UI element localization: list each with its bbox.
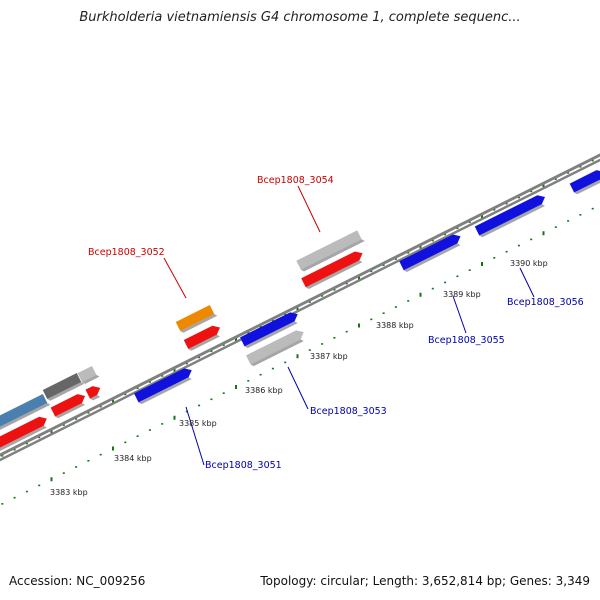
gene-red-3-body (85, 386, 101, 399)
gene-red-bcep1808-3054-shadow (305, 260, 363, 290)
gene-red-bcep1808-3052-shadow (188, 334, 220, 351)
gene-red-bcep1808-3054 (301, 251, 363, 290)
gene-blue-1 (240, 312, 298, 349)
genome-summary-text: Topology: circular; Length: 3,652,814 bp… (260, 574, 590, 588)
gene-red-bcep1808-3052 (183, 325, 220, 351)
scale-label-3389: 3389 kbp (443, 290, 481, 299)
gene-orange-1-body (175, 305, 215, 331)
callout-3052 (163, 257, 187, 299)
gene-red-bcep1808-3054-body (301, 251, 363, 288)
gene-blue-bcep1808-3051-shadow (138, 377, 192, 405)
gene-dark-1-shadow (47, 381, 85, 401)
gene-steel-1 (0, 394, 51, 430)
gene-steel-1-body (0, 394, 48, 428)
gene-label-bcep1808-3054[interactable]: Bcep1808_3054 (257, 175, 334, 186)
gene-blue-bcep1808-3056-shadow (479, 204, 545, 238)
gene-blue-bcep1808-3051 (134, 368, 192, 405)
gene-gray-small-shadow (82, 374, 100, 384)
callout-3055 (452, 295, 467, 334)
scale-label-3387: 3387 kbp (310, 352, 348, 361)
callout-3056 (519, 267, 535, 298)
chromosome-backbone (0, 153, 600, 462)
backbone-line-top (0, 153, 600, 457)
scale-label-3388: 3388 kbp (376, 321, 414, 330)
gene-red-1-shadow (0, 425, 47, 452)
gene-dark-1-body (42, 373, 82, 399)
accession-text: Accession: NC_009256 (9, 574, 146, 588)
gene-blue-bcep1808-3056 (474, 195, 545, 238)
scale-label-3385: 3385 kbp (179, 419, 217, 428)
gene-label-bcep1808-3052[interactable]: Bcep1808_3052 (88, 247, 165, 258)
gene-blue-1-body (240, 312, 298, 347)
gene-blue-edge-shadow (574, 179, 600, 195)
gene-label-bcep1808-3056[interactable]: Bcep1808_3056 (507, 297, 584, 308)
gene-blue-bcep1808-3055-shadow (403, 243, 461, 273)
callout-3053 (287, 366, 309, 410)
gene-dark-1 (42, 373, 85, 401)
gene-blue-bcep1808-3055-body (399, 234, 461, 271)
gene-red-2 (50, 394, 86, 419)
gene-blue-1-shadow (244, 321, 298, 349)
gene-gray-top-body (296, 230, 362, 270)
gene-red-3 (85, 386, 101, 401)
gene-gray-top-shadow (300, 239, 365, 272)
gene-red-bcep1808-3052-body (183, 325, 220, 349)
gene-red-3-shadow (89, 395, 101, 401)
scale-label-3390: 3390 kbp (510, 259, 548, 268)
gene-red-1 (0, 416, 47, 452)
gene-label-bcep1808-3055[interactable]: Bcep1808_3055 (428, 335, 505, 346)
gene-gray-small-body (77, 365, 97, 383)
gene-callouts (163, 185, 535, 466)
gene-orange-1-shadow (180, 313, 218, 333)
gene-label-bcep1808-3053[interactable]: Bcep1808_3053 (310, 406, 387, 417)
scale-label-3384: 3384 kbp (114, 454, 152, 463)
gene-steel-1-shadow (0, 402, 51, 430)
scale-label-3383: 3383 kbp (50, 488, 88, 497)
gene-gray-small (77, 365, 100, 384)
map-title: Burkholderia vietnamiensis G4 chromosome… (79, 10, 521, 25)
gene-gray-bcep1808-3053-shadow (250, 339, 304, 367)
callout-3054 (297, 185, 321, 233)
gene-features (0, 170, 600, 452)
gene-label-bcep1808-3051[interactable]: Bcep1808_3051 (205, 460, 282, 471)
scale-label-3386: 3386 kbp (245, 386, 283, 395)
gene-red-2-shadow (55, 403, 86, 419)
gene-blue-bcep1808-3051-body (134, 368, 192, 403)
gene-gray-top (296, 230, 365, 272)
gene-blue-bcep1808-3056-body (474, 195, 545, 236)
gene-orange-1 (175, 305, 218, 333)
gene-gray-bcep1808-3053-body (246, 330, 304, 365)
gene-blue-bcep1808-3055 (399, 234, 461, 273)
gene-blue-edge-body (569, 170, 600, 193)
callout-3051 (185, 406, 205, 466)
gene-red-2-body (50, 394, 86, 417)
gene-gray-bcep1808-3053 (246, 330, 304, 367)
backbone-line-bottom (0, 158, 600, 462)
gene-blue-edge (569, 170, 600, 195)
gene-red-1-body (0, 416, 47, 450)
